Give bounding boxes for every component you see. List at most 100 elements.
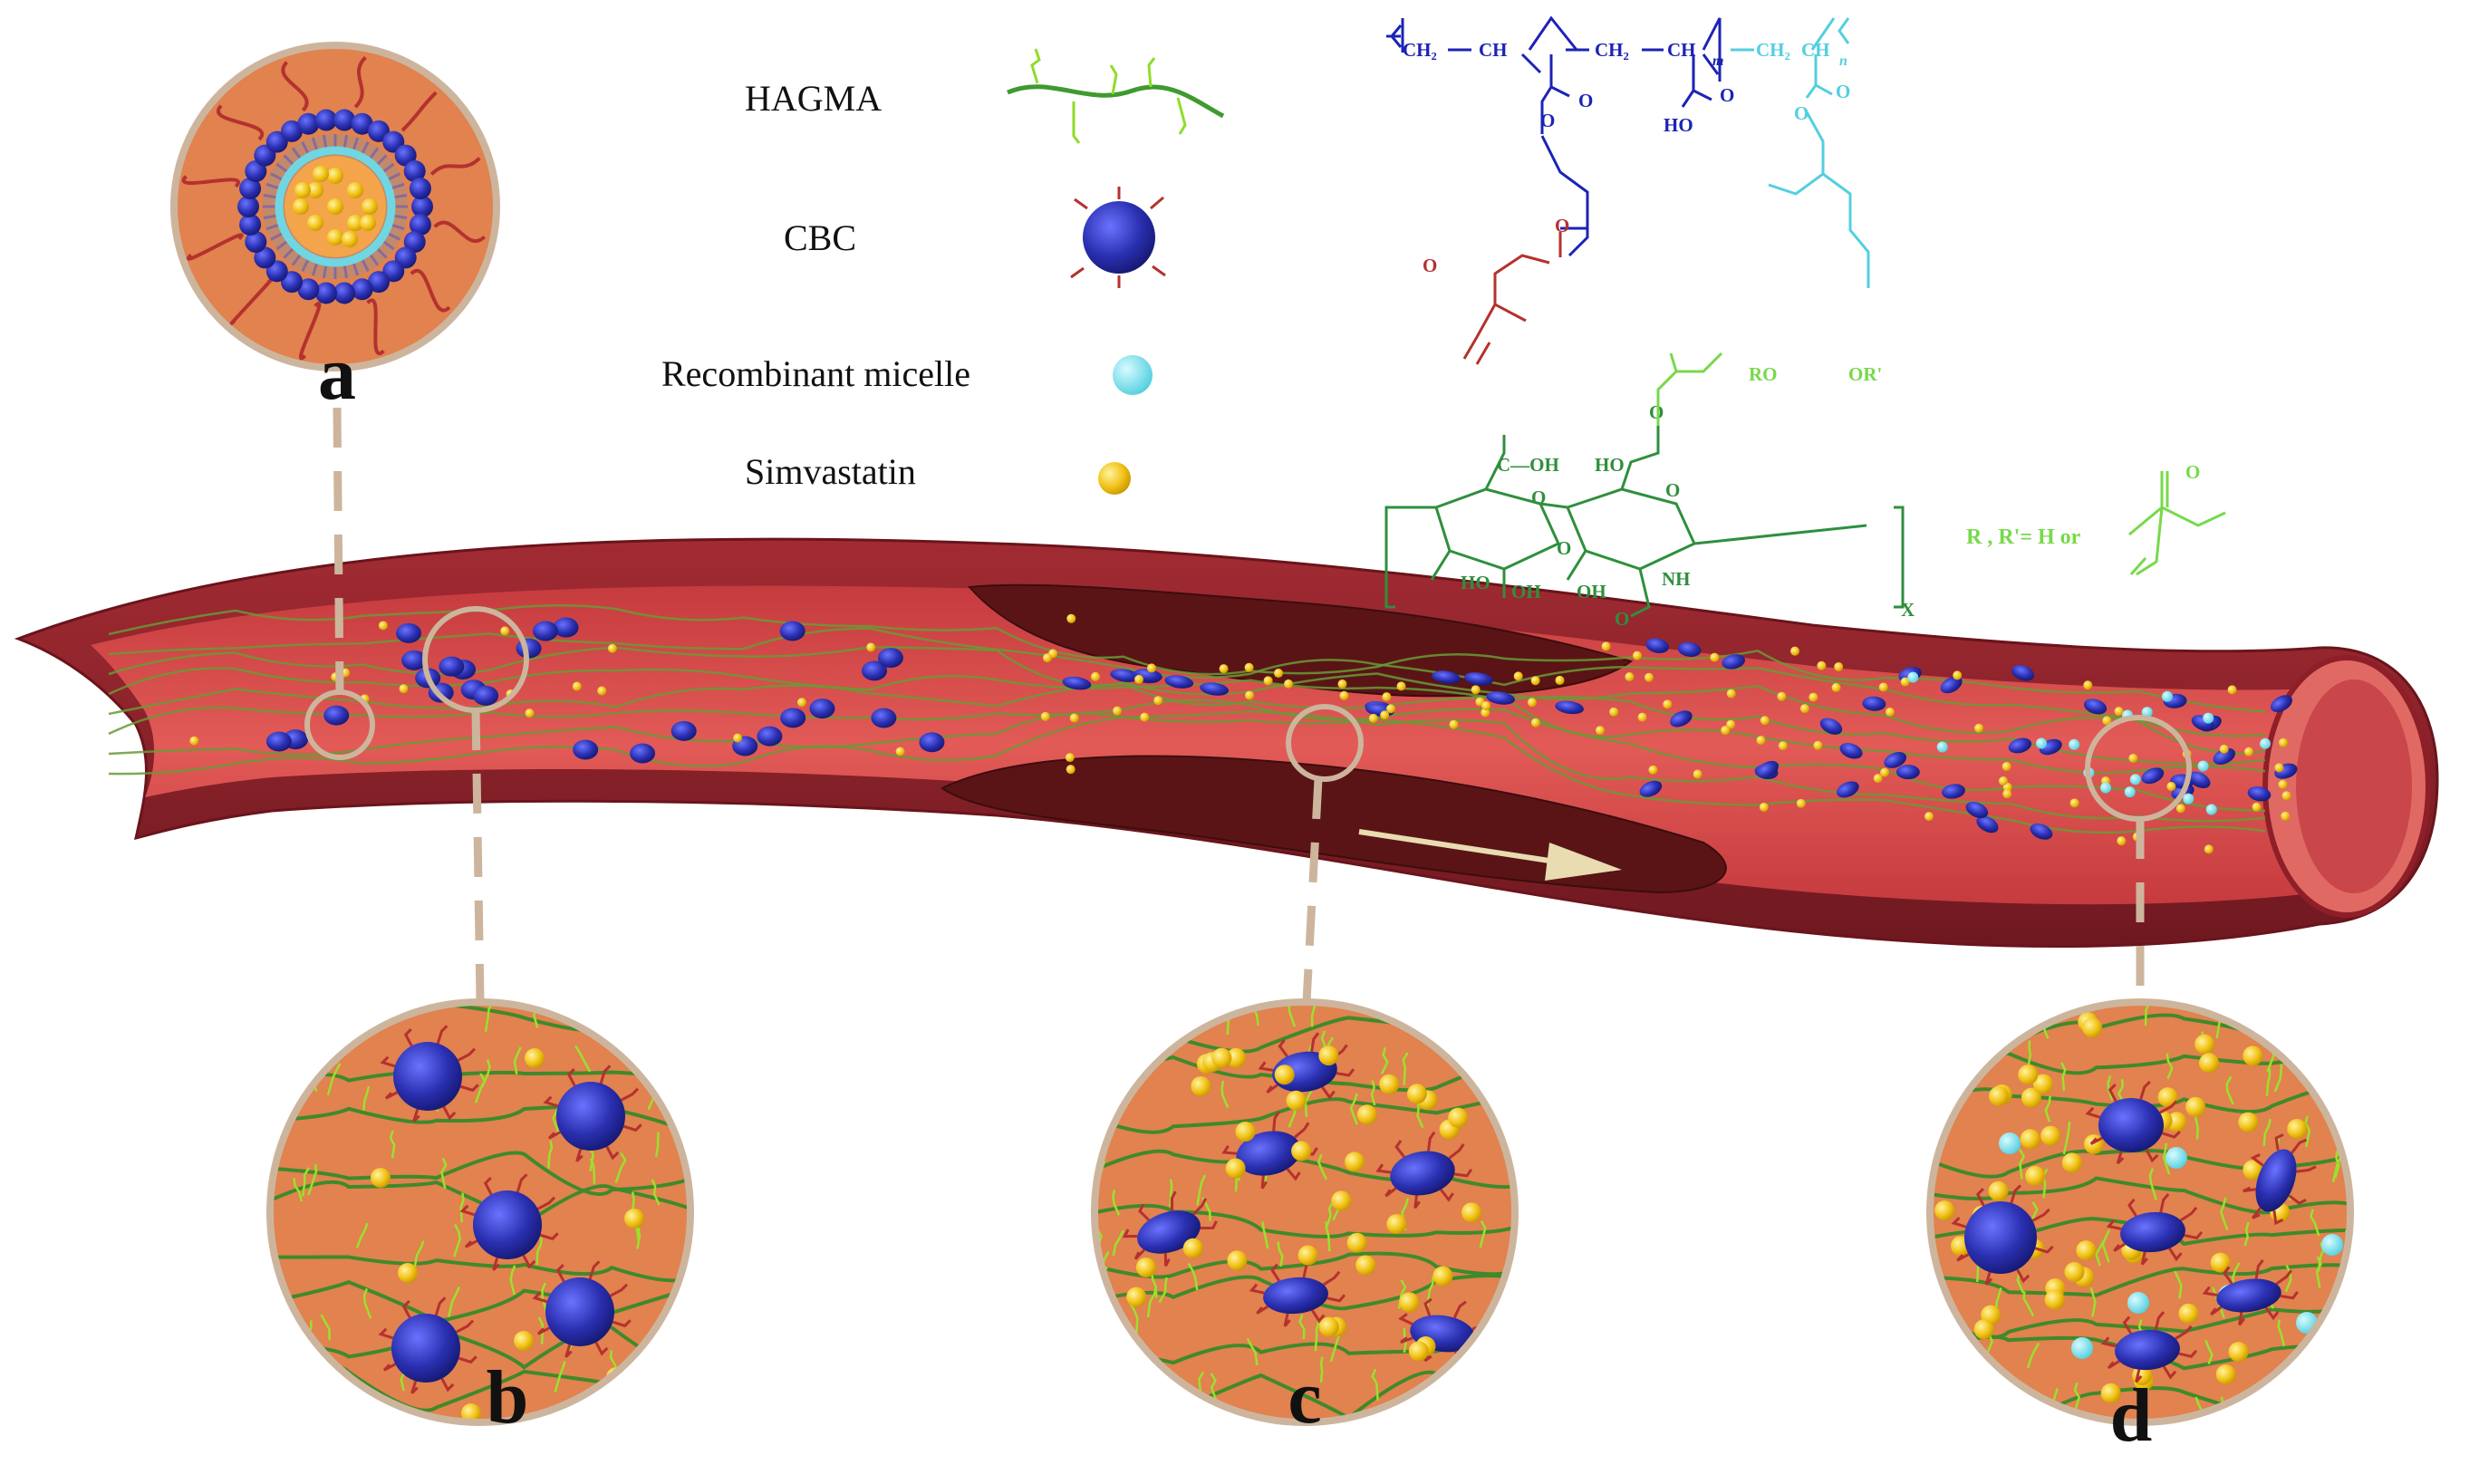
vessel-cbc xyxy=(473,685,499,706)
micelle-dot xyxy=(2127,1292,2149,1314)
chem-o-1: O xyxy=(1578,90,1593,111)
chem-oh-1: OH xyxy=(1511,581,1541,602)
cbc-core xyxy=(2120,1211,2185,1253)
micelle-corona-chain xyxy=(366,298,385,355)
micelle-drug xyxy=(360,215,376,231)
simvastatin-dot xyxy=(2157,1087,2178,1108)
hagma-side-chain xyxy=(342,1004,352,1032)
vessel-cbc xyxy=(871,708,897,728)
vessel-micelle xyxy=(1907,671,1919,683)
hagma-side-chain xyxy=(1325,1200,1335,1229)
vessel-simvastatin xyxy=(1065,753,1075,763)
vessel-simvastatin xyxy=(2102,716,2112,726)
cbc-arm xyxy=(459,1084,479,1093)
hagma-side-chain xyxy=(355,1222,369,1248)
connector-c xyxy=(1302,778,1323,1003)
chem-o-7: O xyxy=(1423,255,1437,276)
hagma-side-chain xyxy=(362,1287,372,1319)
cbc-core xyxy=(2216,1278,2281,1313)
vessel-simvastatin xyxy=(1799,704,1809,714)
cbc-arm xyxy=(2180,1206,2198,1222)
hagma-side-chain xyxy=(1106,1025,1115,1057)
hagma-side-chain xyxy=(2243,1221,2250,1247)
hagma-side-chain xyxy=(391,1002,397,1015)
micelle-shell-bead xyxy=(333,282,356,304)
vessel-simvastatin xyxy=(1831,682,1841,692)
vessel-simvastatin xyxy=(1813,740,1823,750)
cbc-arm xyxy=(436,1025,449,1045)
vessel-cbc xyxy=(1819,718,1843,735)
hagma-side-chain xyxy=(1126,1017,1138,1044)
cbc-arm xyxy=(1323,1270,1341,1286)
cbc-particle xyxy=(1951,1184,2054,1286)
cbc-core xyxy=(2115,1329,2180,1371)
hagma-side-chain xyxy=(1325,1221,1331,1252)
cbc-arm xyxy=(1221,1145,1238,1155)
micelle-corona-chain xyxy=(400,91,438,132)
vessel-simvastatin xyxy=(1339,690,1349,700)
chem-o-5: O xyxy=(1794,102,1809,124)
hagma-side-chain xyxy=(1196,1174,1207,1206)
cbc-arm xyxy=(464,1239,478,1248)
simvastatin-dot xyxy=(2021,1087,2041,1108)
hagma-side-chain xyxy=(1416,1101,1424,1129)
chem-r-o: O xyxy=(2185,461,2200,483)
vessel-simvastatin xyxy=(1113,706,1123,716)
cbc-arm xyxy=(458,1355,477,1364)
simvastatin-dot xyxy=(1227,1250,1248,1271)
vessel-simvastatin xyxy=(2002,789,2012,799)
vessel-simvastatin xyxy=(866,642,876,652)
legend-label-cbc: CBC xyxy=(784,217,856,258)
vessel-simvastatin xyxy=(1481,708,1490,718)
cbc-arm xyxy=(1394,1140,1405,1158)
vessel-simvastatin xyxy=(1663,699,1673,709)
vessel-simvastatin xyxy=(1396,681,1406,691)
cbc-arm xyxy=(1321,1086,1336,1100)
vessel-simvastatin xyxy=(1066,613,1076,623)
simvastatin-dot xyxy=(1211,1047,1232,1068)
cbc-arm xyxy=(2162,1365,2177,1380)
vessel-cbc xyxy=(573,739,599,760)
cbc-arm xyxy=(564,1344,573,1358)
vessel-simvastatin xyxy=(1527,698,1537,708)
cbc-arm xyxy=(588,1260,601,1280)
cbc-arm xyxy=(575,1148,584,1162)
cbc-arm xyxy=(622,1123,642,1132)
simvastatin-dot xyxy=(1225,1158,1246,1179)
chem-o-4: O xyxy=(1836,81,1850,102)
vessel-simvastatin xyxy=(1609,707,1619,717)
simvastatin-dot xyxy=(1318,1046,1339,1066)
vessel-simvastatin xyxy=(1809,692,1818,702)
panel-label-b: b xyxy=(487,1355,529,1440)
glycidyl-group xyxy=(1656,352,1723,426)
cbc-arm xyxy=(2106,1219,2122,1230)
vessel-simvastatin xyxy=(2166,782,2176,792)
zoom-ring-c xyxy=(1286,704,1364,782)
cbc-particle xyxy=(2085,1080,2181,1165)
vessel-cbc xyxy=(2008,737,2032,754)
hagma-fiber xyxy=(1930,1298,2350,1339)
vessel-micelle xyxy=(2069,738,2080,750)
chem-r-label: R , R'= H or xyxy=(1966,525,2081,549)
cbc-arm xyxy=(2116,1151,2125,1165)
cbc-arm xyxy=(1138,1203,1151,1221)
hagma-side-chain xyxy=(474,1073,487,1103)
micelle-drug xyxy=(362,198,378,215)
hagma-side-chain xyxy=(2026,1040,2032,1073)
vessel-simvastatin xyxy=(1886,707,1895,717)
vessel-simvastatin xyxy=(1974,723,1984,733)
vessel-simvastatin xyxy=(2083,680,2093,690)
hagma-side-chain xyxy=(513,1046,522,1075)
simvastatin-dot xyxy=(2243,1046,2263,1066)
vessel-cbc xyxy=(1670,710,1693,728)
vessel-cbc xyxy=(919,732,945,753)
cbc-arm xyxy=(1293,1122,1310,1139)
chem-o-e: O xyxy=(1615,608,1629,630)
simvastatin-dot xyxy=(1988,1180,2009,1201)
legend: HAGMA CBC Recombinant micelle Simvastati… xyxy=(661,48,1225,495)
micelle-shell-bead xyxy=(409,178,431,200)
vessel-simvastatin xyxy=(2069,798,2079,808)
cbc-core xyxy=(473,1190,542,1259)
simvastatin-dot xyxy=(398,1263,418,1283)
cbc-arm xyxy=(1400,1336,1413,1344)
